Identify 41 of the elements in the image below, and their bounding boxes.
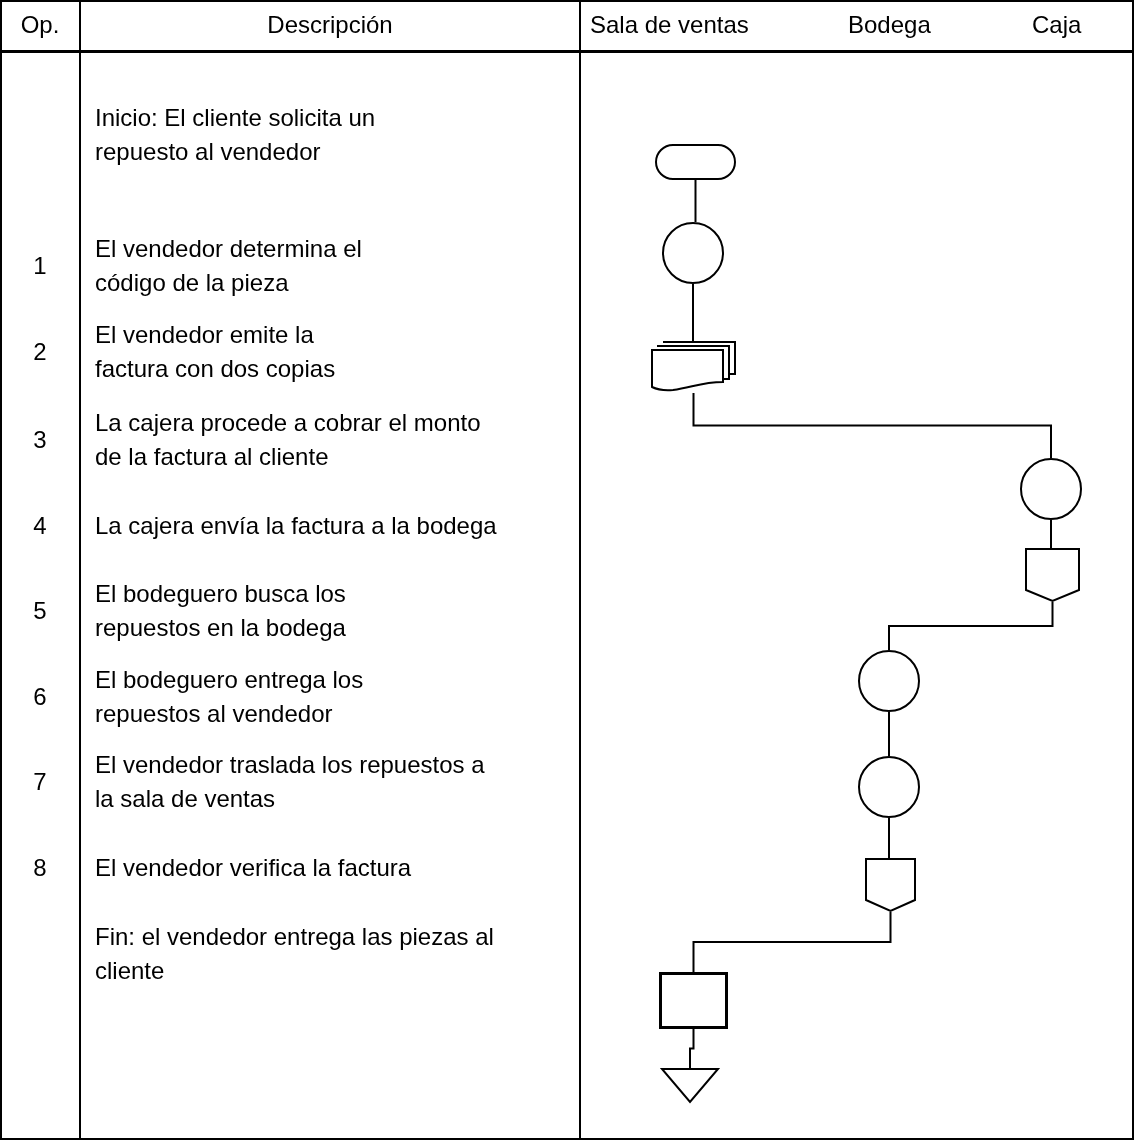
step-description: El vendedor emite la factura con dos copias [95,320,337,384]
connector-line [888,817,890,859]
connector-line [888,711,890,757]
storage-triangle [661,1068,719,1103]
step-number: 7 [32,767,48,797]
lane-header: Bodega [848,10,932,40]
connector-line [692,392,1052,459]
step-number: 5 [32,596,48,626]
step-number: 8 [32,853,48,883]
off-page-connector [1025,548,1080,602]
step-number: 4 [32,511,48,541]
step-description: El vendedor traslada los repuestos a la sala de ventas [95,750,485,814]
connector-line [692,283,694,342]
operation-circle [858,756,920,818]
step-description: El vendedor determina el código de la pieza [95,234,363,298]
operation-circle [662,222,724,284]
off-page-connector [865,858,916,912]
step-description: Inicio: El cliente solicita un repuesto al vendedor [95,103,377,167]
connector-line [689,1028,695,1069]
inspection-box [659,972,728,1029]
lane-header: Caja [1032,10,1083,40]
connector-line [692,911,892,973]
document-stack-symbol [651,341,736,393]
step-description: La cajera envía la factura a la bodega [95,511,498,541]
step-description: La cajera procede a cobrar el monto de la factura al cliente [95,408,482,472]
connector-line [1050,519,1052,549]
connector-line [694,179,697,223]
step-description: El bodeguero busca los repuestos en la bodega [95,579,347,643]
step-description: El vendedor verifica la factura [95,853,413,883]
step-description: El bodeguero entrega los repuestos al vendedor [95,665,365,729]
step-number: 3 [32,425,48,455]
operation-circle [1020,458,1082,520]
step-description: Fin: el vendedor entrega las piezas al cliente [95,922,495,986]
connector-line [888,601,1054,651]
step-number: 2 [32,337,48,367]
operation-circle [858,650,920,712]
column-header: Descripción [266,10,394,40]
step-number: 6 [32,682,48,712]
lane-header: Sala de ventas [590,10,750,40]
step-number: 1 [32,251,48,281]
column-header: Op. [19,10,61,40]
